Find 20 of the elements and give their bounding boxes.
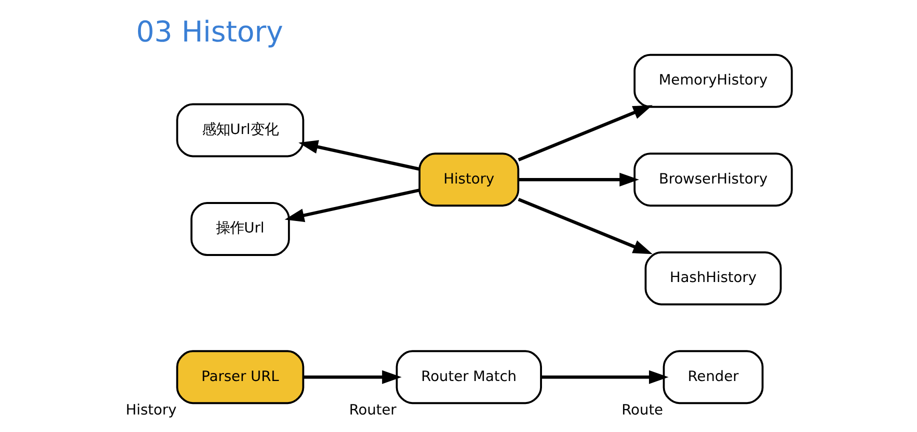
arrow xyxy=(303,370,402,384)
arrow xyxy=(518,172,640,186)
node-box: Router Match xyxy=(396,350,542,404)
arrow xyxy=(284,188,420,222)
node-label: History xyxy=(126,402,177,419)
arrow xyxy=(518,105,653,162)
node-label: Route xyxy=(622,402,664,419)
node-box: History xyxy=(418,152,520,207)
node-box: 操作Url xyxy=(190,202,290,256)
node-box: HashHistory xyxy=(644,251,782,306)
node-box: Parser URL xyxy=(176,350,304,404)
node-box: 感知Url变化 xyxy=(176,103,304,158)
arrow xyxy=(541,370,669,384)
node-box: Render xyxy=(662,350,764,404)
node-box: BrowserHistory xyxy=(634,152,793,207)
node-label: Router xyxy=(349,402,396,419)
diagram-title: 03 History xyxy=(136,14,284,48)
arrow xyxy=(518,198,653,254)
arrow xyxy=(298,140,420,171)
node-box: MemoryHistory xyxy=(634,54,793,108)
